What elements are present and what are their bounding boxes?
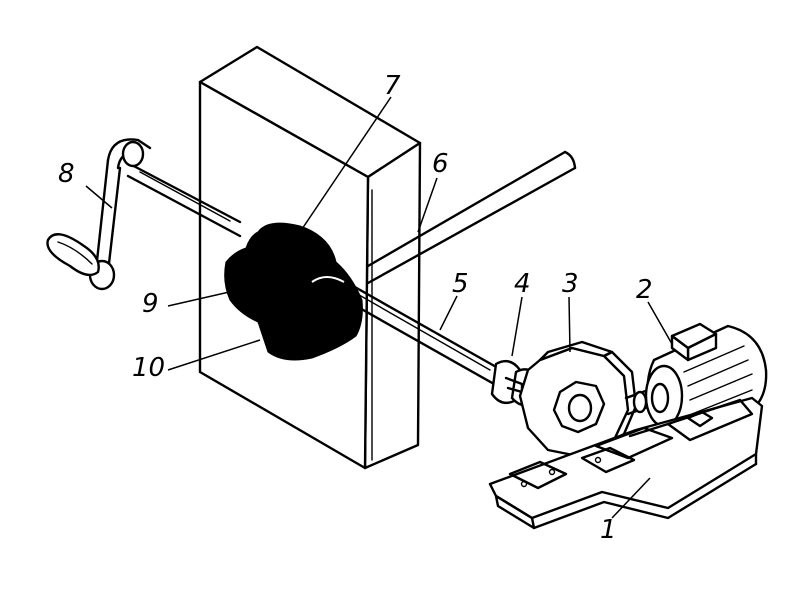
crank-hub (121, 140, 145, 168)
shaft-left (126, 161, 242, 238)
crank-handle (46, 138, 152, 291)
gearbox-pedestal (594, 426, 674, 460)
motor-pedestal (666, 398, 754, 442)
mount-foot-mid (580, 446, 636, 474)
leader-6 (417, 177, 438, 233)
callout-5: 5 (452, 269, 469, 299)
casting (224, 222, 363, 361)
leader-3 (568, 296, 571, 353)
gearbox-bore (567, 393, 593, 423)
crank-arm-right (106, 166, 122, 274)
callout-6: 6 (432, 149, 449, 179)
leader-1 (611, 477, 651, 519)
crank-arm-top (106, 138, 152, 162)
callout-3: 3 (562, 269, 579, 299)
block-side-face (363, 141, 422, 470)
leader-8 (85, 185, 113, 209)
mount-foot-left (508, 460, 568, 490)
base-frame (488, 396, 764, 530)
callouts: 7 6 8 9 10 5 4 3 2 1 (58, 71, 653, 545)
callout-1: 1 (600, 515, 617, 545)
callout-9: 9 (142, 289, 159, 319)
callout-8: 8 (58, 159, 75, 189)
leader-7 (299, 96, 392, 233)
shaft-upper-right (366, 150, 577, 285)
callout-2: 2 (636, 275, 653, 305)
leader-9 (167, 289, 239, 307)
crank-arm-left (94, 158, 110, 272)
leader-lines (85, 96, 673, 519)
crank-grip (46, 233, 100, 277)
leader-2 (647, 301, 673, 345)
callout-10: 10 (132, 353, 165, 383)
callout-7: 7 (384, 71, 401, 101)
casting-body (224, 222, 363, 361)
callout-4: 4 (514, 269, 531, 299)
leader-4 (511, 296, 523, 357)
bolt-1 (520, 480, 528, 488)
bolt-2 (548, 468, 556, 476)
bolt-3 (594, 456, 602, 464)
leader-5 (439, 295, 458, 331)
leader-10 (167, 339, 261, 371)
